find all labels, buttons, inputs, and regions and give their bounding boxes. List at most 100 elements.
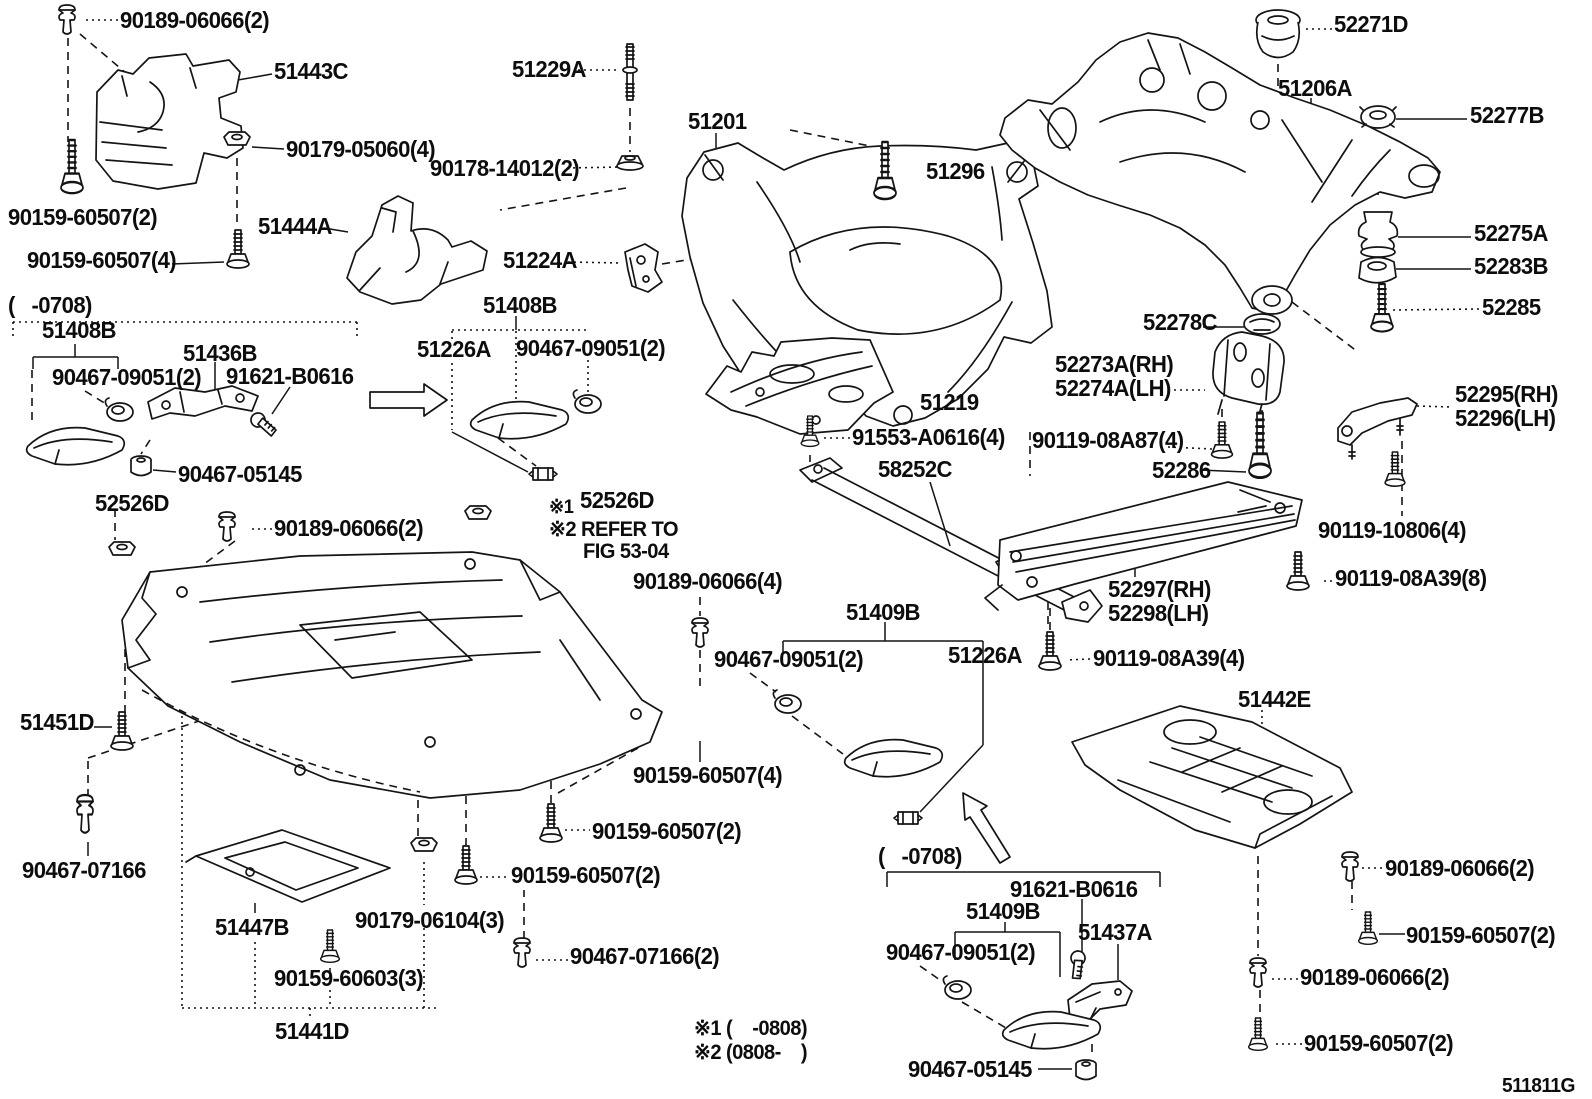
- bolt-icon: [1247, 1017, 1269, 1052]
- label-52285: 52285: [1482, 294, 1541, 320]
- small-bolt-icon: [247, 410, 280, 438]
- section-header-0708-bottom: ( -0708): [878, 843, 962, 869]
- label-90159-60507-d: 90159-60507(2): [592, 818, 742, 844]
- collar-icon: [1075, 1059, 1097, 1081]
- label-91621-B0616-b: 91621-B0616: [1010, 876, 1138, 902]
- grommet-icon: [572, 389, 602, 414]
- wing-nut-icon: [410, 837, 438, 852]
- clip-icon: [513, 937, 531, 968]
- label-51436B: 51436B: [183, 340, 257, 366]
- label-51224A: 51224A: [503, 247, 577, 273]
- drawing-51408B-seal: [25, 426, 126, 466]
- clip-icon: [691, 617, 709, 648]
- label-90467-09051-d: 90467-09051(2): [886, 939, 1036, 965]
- footnote-fig-53-04: FIG 53-04: [583, 540, 669, 563]
- drawing-51226A-seal-section: [469, 400, 570, 440]
- wing-nut-icon: [464, 505, 492, 520]
- label-51451D: 51451D: [20, 709, 94, 735]
- label-52295-RH: 52295(RH): [1455, 381, 1558, 407]
- drawing-51219-cover: [705, 337, 894, 435]
- grommet-icon: [772, 689, 802, 714]
- section-arrow-right: [369, 383, 448, 417]
- bolt-icon: [1247, 411, 1273, 480]
- drawing-51441D-front-under-cover: [121, 551, 663, 799]
- drawing-52295-bracket: [1337, 397, 1418, 460]
- label-52273A-RH: 52273A(RH): [1055, 351, 1174, 377]
- clip-icon: [218, 511, 236, 542]
- drawing-52273A-member-support: [1212, 331, 1285, 419]
- clip-nut-icon: [528, 467, 558, 481]
- label-90189-06066-a: 90189-06066(2): [120, 7, 270, 33]
- label-90189-06066-e: 90189-06066(2): [1300, 964, 1450, 990]
- clip-icon: [75, 793, 95, 834]
- drawing-52275A-insulator: [1357, 211, 1399, 258]
- label-51201: 51201: [688, 108, 747, 134]
- label-51408B-b: 51408B: [483, 292, 557, 318]
- label-90159-60507-c: 90159-60507(4): [633, 762, 783, 788]
- bolt-icon: [1369, 282, 1395, 333]
- label-91621-B0616-a: 91621-B0616: [226, 363, 354, 389]
- label-51296: 51296: [926, 158, 985, 184]
- label-90467-09051-a: 90467-09051(2): [52, 364, 202, 390]
- label-51409B-a: 51409B: [846, 599, 920, 625]
- label-90179-05060: 90179-05060(4): [286, 136, 436, 162]
- label-90467-05145-b: 90467-05145: [908, 1056, 1032, 1082]
- label-90467-09051-b: 90467-09051(2): [516, 335, 666, 361]
- label-51409B-b: 51409B: [966, 898, 1040, 924]
- clip-icon: [58, 4, 76, 35]
- label-51226A-a: 51226A: [417, 336, 491, 362]
- footnote-1-0808: ※1 ( -0808): [694, 1017, 808, 1040]
- grommet-icon: [942, 975, 972, 1000]
- bolt-icon: [110, 711, 134, 751]
- bolt-icon: [1357, 911, 1379, 946]
- label-90189-06066-c: 90189-06066(4): [633, 568, 783, 594]
- label-51229A: 51229A: [512, 56, 586, 82]
- drawing-52271D-cushion: [1255, 9, 1301, 59]
- label-90189-06066-d: 90189-06066(2): [1385, 855, 1535, 881]
- label-52278C: 52278C: [1143, 309, 1217, 335]
- label-90159-60507-b: 90159-60507(4): [27, 247, 177, 273]
- bolt-icon: [1038, 631, 1062, 671]
- section-arrow-up-left: [962, 792, 1011, 864]
- label-90119-10806: 90119-10806(4): [1318, 517, 1466, 543]
- footnote-mark-1: ※1: [549, 497, 574, 518]
- label-90119-08A87: 90119-08A87(4): [1032, 427, 1184, 453]
- label-52526D-a: 52526D: [95, 490, 169, 516]
- drawing-52283B-retainer: [1358, 256, 1397, 284]
- label-51206A: 51206A: [1278, 75, 1352, 101]
- label-52271D: 52271D: [1334, 11, 1408, 37]
- label-51442E: 51442E: [1238, 686, 1311, 712]
- label-90159-60507-a: 90159-60507(2): [8, 204, 158, 230]
- clip-icon: [1341, 851, 1359, 882]
- drawing-52297-52298-brace: [984, 481, 1303, 611]
- label-51443C: 51443C: [274, 58, 348, 84]
- figure-code: 511811G: [1502, 1075, 1575, 1097]
- clip-icon: [1249, 957, 1267, 988]
- drawing-51442E-rear-under-cover: [1071, 705, 1353, 849]
- drawing-52278C-washer: [1243, 313, 1281, 335]
- drawing-51224A-bracket: [624, 243, 663, 293]
- label-91553-A0616: 91553-A0616(4): [852, 424, 1005, 450]
- drawing-51447B-cover: [185, 829, 391, 903]
- label-90467-05145-a: 90467-05145: [178, 461, 302, 487]
- bolt-icon: [226, 229, 250, 269]
- wing-nut-icon: [223, 131, 251, 146]
- drawing-51409B-seal-section: [1001, 1010, 1102, 1050]
- label-52277B: 52277B: [1470, 102, 1544, 128]
- bolt-icon: [454, 845, 478, 885]
- drawing-52277B-washer: [1359, 105, 1397, 129]
- collar-icon: [130, 455, 152, 477]
- bolt-icon: [59, 138, 85, 195]
- label-52297-RH: 52297(RH): [1108, 576, 1211, 602]
- label-51226A-b: 51226A: [948, 642, 1022, 668]
- label-90119-08A39-8: 90119-08A39(8): [1335, 565, 1487, 591]
- label-51437A: 51437A: [1078, 919, 1152, 945]
- label-52283B: 52283B: [1474, 253, 1548, 279]
- label-52274A-LH: 52274A(LH): [1055, 375, 1171, 401]
- drawing-51436B-stay: [147, 385, 259, 420]
- grommet-icon: [104, 397, 134, 422]
- label-51441D: 51441D: [275, 1018, 349, 1044]
- leader-lines-dotted: [12, 19, 1480, 1045]
